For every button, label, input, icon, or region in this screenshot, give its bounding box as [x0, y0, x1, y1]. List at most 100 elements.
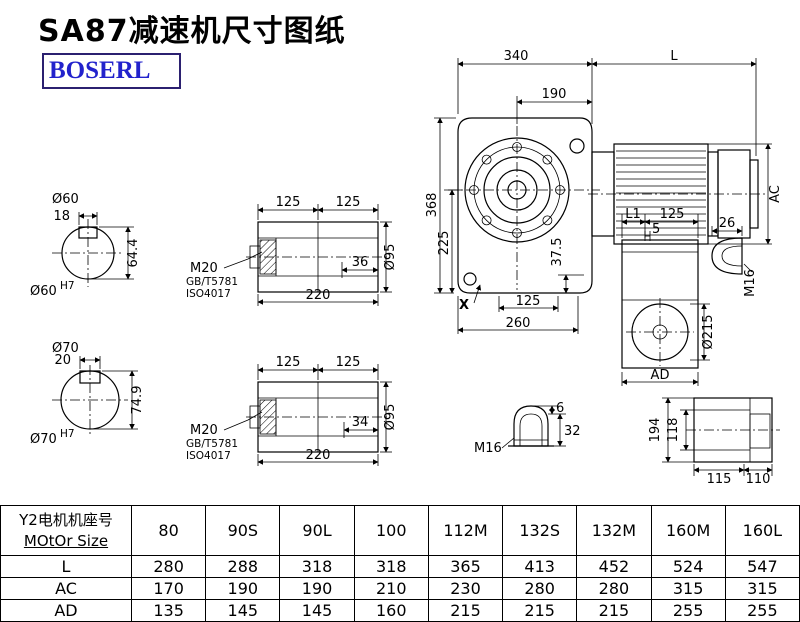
cell-ac-8: 315 [724, 577, 800, 600]
dim-118: 118 [666, 418, 681, 443]
motor-side [588, 143, 768, 245]
detail-top-125-right: 125 [336, 195, 361, 210]
col-header-132s: 132S [502, 505, 578, 556]
dimension-drawing: 340 L 190 368 225 37.5 125 260 X AC Ø60 … [30, 49, 783, 487]
shaft-section-70 [52, 356, 138, 435]
dim-340: 340 [504, 49, 529, 64]
shaft-section-60 [52, 212, 134, 287]
shaft70-key-height: 74.9 [130, 386, 145, 415]
label-x: X [459, 298, 469, 313]
cell-l-5: 413 [502, 555, 578, 578]
brand-logo: BOSERL [42, 53, 181, 89]
detail-top-36: 36 [352, 255, 369, 270]
row-label-ad: AD [0, 599, 132, 622]
cell-ad-5: 215 [502, 599, 578, 622]
shaft70-key-width: 20 [54, 353, 71, 368]
cell-l-2: 318 [279, 555, 355, 578]
dim-125-bottom: 125 [516, 294, 541, 309]
cell-ac-5: 280 [502, 577, 578, 600]
col-header-132m: 132M [576, 505, 652, 556]
cell-ad-4: 215 [427, 599, 504, 622]
dim-32: 32 [564, 424, 581, 439]
table-row-ac: AC 170 190 190 210 230 280 280 315 315 [0, 577, 800, 600]
col-header-90l: 90L [279, 505, 355, 556]
shaft60-fit-tol: H7 [60, 280, 75, 292]
shaft70-fit-tol: H7 [60, 428, 75, 440]
header-cn: Y2电机机座号 [19, 510, 113, 529]
cell-ac-6: 280 [576, 577, 652, 600]
cell-ad-6: 215 [576, 599, 652, 622]
table-row-ad: AD 135 145 145 160 215 215 215 255 255 [0, 599, 800, 622]
cell-ac-2: 190 [279, 577, 355, 600]
plug-bottom-view [501, 405, 566, 449]
shaft60-key-width: 18 [53, 209, 70, 224]
detail-top-std1: GB/T5781 [186, 276, 238, 288]
cell-ad-3: 160 [353, 599, 429, 622]
shaft60-dia: Ø60 [52, 192, 79, 207]
detail-top-thread: M20 [190, 261, 218, 276]
dim-37-5: 37.5 [550, 238, 565, 267]
col-header-160l: 160L [724, 505, 800, 556]
dim-ac: AC [768, 185, 783, 203]
cell-ac-7: 315 [650, 577, 726, 600]
detail-bot-dia95: Ø95 [383, 404, 398, 431]
cell-ac-0: 170 [130, 577, 207, 600]
dim-125-side: 125 [660, 207, 685, 222]
cell-ac-3: 210 [353, 577, 429, 600]
cell-l-0: 280 [130, 555, 207, 578]
table-row-l: L 280 288 318 318 365 413 452 524 547 [0, 555, 800, 578]
dim-26: 26 [719, 216, 736, 231]
dim-5: 5 [652, 222, 660, 237]
dim-6: 6 [556, 401, 564, 416]
col-header-160m: 160M [650, 505, 726, 556]
table-header-row: Y2电机机座号 MOtOr Size 80 90S 90L 100 112M 1… [0, 505, 800, 556]
shaft60-key-height: 64.4 [126, 239, 141, 268]
table-header-motor-size: Y2电机机座号 MOtOr Size [0, 505, 132, 556]
dim-l1: L1 [625, 207, 641, 222]
cell-ad-7: 255 [650, 599, 726, 622]
shaft70-dia: Ø70 [52, 341, 79, 356]
row-label-ac: AC [0, 577, 132, 600]
detail-bot-thread: M20 [190, 423, 218, 438]
col-header-90s: 90S [205, 505, 281, 556]
main-front-view [448, 117, 600, 294]
detail-bot-125-right: 125 [336, 355, 361, 370]
gearbox-side-view [621, 214, 710, 386]
rear-view [662, 397, 780, 476]
header-en: MOtOr Size [23, 531, 109, 550]
dim-260: 260 [506, 316, 531, 331]
detail-top-dia95: Ø95 [383, 244, 398, 271]
cell-ac-4: 230 [427, 577, 504, 600]
dim-368: 368 [425, 193, 440, 218]
col-header-100: 100 [353, 505, 429, 556]
plug-top-view [711, 226, 753, 275]
dim-dia215: Ø215 [701, 314, 716, 349]
detail-bot-125-left: 125 [276, 355, 301, 370]
main-view-dimensions [434, 58, 772, 334]
cell-l-8: 547 [724, 555, 800, 578]
dim-225: 225 [437, 231, 452, 256]
page-title: SA87减速机尺寸图纸 [38, 14, 346, 49]
cell-ad-8: 255 [724, 599, 800, 622]
detail-top-std2: ISO4017 [186, 288, 231, 300]
detail-top-220: 220 [306, 288, 331, 303]
col-header-80: 80 [130, 505, 207, 556]
detail-top-125-left: 125 [276, 195, 301, 210]
detail-bot-34: 34 [352, 415, 369, 430]
cell-l-7: 524 [650, 555, 726, 578]
cell-l-4: 365 [427, 555, 504, 578]
cell-l-3: 318 [353, 555, 429, 578]
cell-ac-1: 190 [205, 577, 281, 600]
shaft-detail-top [223, 204, 392, 306]
detail-bot-220: 220 [306, 448, 331, 463]
plug-top-thread: M16 [743, 269, 758, 297]
dim-115: 115 [707, 472, 732, 487]
plug-bottom-thread: M16 [474, 441, 502, 456]
dim-l: L [670, 49, 678, 64]
motor-size-table: Y2电机机座号 MOtOr Size 80 90S 90L 100 112M 1… [0, 505, 800, 622]
dim-194: 194 [648, 418, 663, 443]
cell-l-6: 452 [576, 555, 652, 578]
cell-l-1: 288 [205, 555, 281, 578]
dim-ad: AD [651, 368, 670, 383]
shaft70-fit: Ø70 [30, 432, 57, 447]
